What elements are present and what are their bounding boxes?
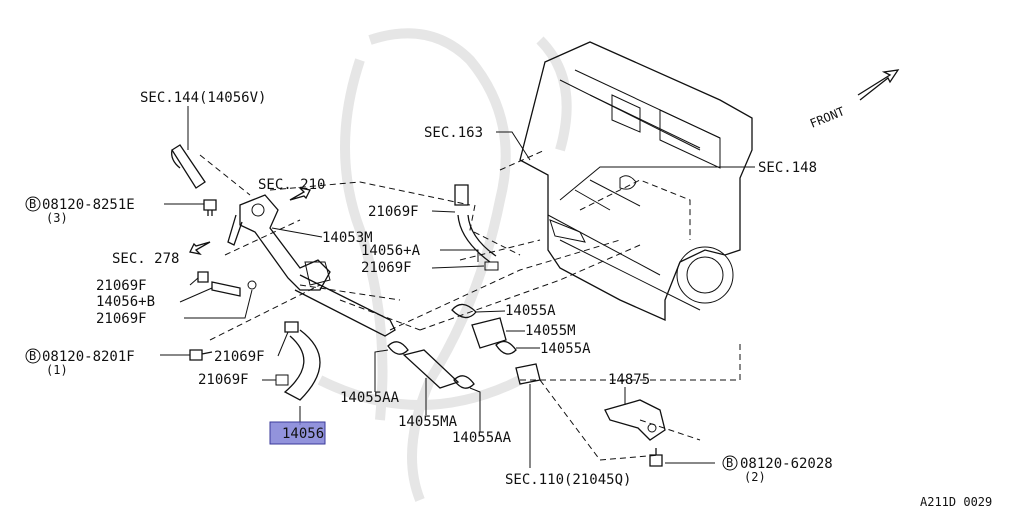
label-bolt-08120-8201F: 08120-8201F bbox=[42, 349, 135, 365]
watermark-emblem bbox=[317, 28, 572, 502]
figure-code: A211D 0029 bbox=[920, 495, 992, 509]
label-bolt-08120-62028-qty: (2) bbox=[744, 470, 766, 484]
label-21069F-c: 21069F bbox=[96, 278, 147, 294]
engine-block bbox=[519, 41, 753, 322]
label-14053M: 14053M bbox=[322, 230, 373, 246]
part-hose-144 bbox=[171, 144, 206, 189]
label-21069F-b: 21069F bbox=[361, 260, 412, 276]
label-bolt-08120-8251E-qty: (3) bbox=[46, 211, 68, 225]
label-sec148: SEC.148 bbox=[758, 160, 817, 176]
part-hose-14056 bbox=[275, 321, 321, 401]
label-21069F-e: 21069F bbox=[214, 349, 265, 365]
part-water-outlet-14053M bbox=[227, 194, 396, 337]
label-14055A-a: 14055A bbox=[505, 303, 556, 319]
svg-text:B: B bbox=[29, 349, 36, 363]
part-bolt-1 bbox=[203, 199, 217, 216]
leader-lines bbox=[160, 106, 755, 468]
front-arrow bbox=[857, 69, 900, 101]
label-14055AA-a: 14055AA bbox=[340, 390, 400, 406]
part-bolt-3 bbox=[649, 448, 663, 467]
part-bolt-2 bbox=[189, 349, 213, 361]
link-lines bbox=[199, 149, 741, 461]
label-sec278: SEC. 278 bbox=[112, 251, 179, 267]
part-hoses-14055 bbox=[387, 303, 541, 389]
label-14055A-b: 14055A bbox=[540, 341, 591, 357]
label-14056: 14056 bbox=[282, 426, 324, 442]
svg-text:B: B bbox=[29, 197, 36, 211]
label-21069F-a: 21069F bbox=[368, 204, 419, 220]
part-hose-14056B bbox=[197, 271, 257, 297]
label-14875: 14875 bbox=[608, 372, 650, 388]
part-hose-14056A bbox=[454, 184, 499, 271]
part-pipe-14875 bbox=[604, 399, 666, 441]
label-14055MA: 14055MA bbox=[398, 414, 458, 430]
label-sec163: SEC.163 bbox=[424, 125, 483, 141]
bolt-symbol-1: B bbox=[25, 196, 41, 212]
bolt-symbol-2: B bbox=[25, 348, 41, 364]
label-14056A: 14056+A bbox=[361, 243, 421, 259]
label-bolt-08120-8251E: 08120-8251E bbox=[42, 197, 135, 213]
label-14055AA-b: 14055AA bbox=[452, 430, 512, 446]
label-21069F-f: 21069F bbox=[198, 372, 249, 388]
svg-text:B: B bbox=[726, 456, 733, 470]
highlight-14056 bbox=[269, 421, 326, 445]
label-sec210: SEC. 210 bbox=[258, 177, 325, 193]
front-label: FRONT bbox=[808, 104, 847, 131]
label-sec110: SEC.110(21045Q) bbox=[505, 472, 631, 488]
bolt-symbol-3: B bbox=[722, 455, 738, 471]
label-sec144: SEC.144(14056V) bbox=[140, 90, 266, 106]
label-14055M: 14055M bbox=[525, 323, 576, 339]
label-bolt-08120-62028: 08120-62028 bbox=[740, 456, 833, 472]
label-bolt-08120-8201F-qty: (1) bbox=[46, 363, 68, 377]
label-14056B: 14056+B bbox=[96, 294, 155, 310]
label-21069F-d: 21069F bbox=[96, 311, 147, 327]
